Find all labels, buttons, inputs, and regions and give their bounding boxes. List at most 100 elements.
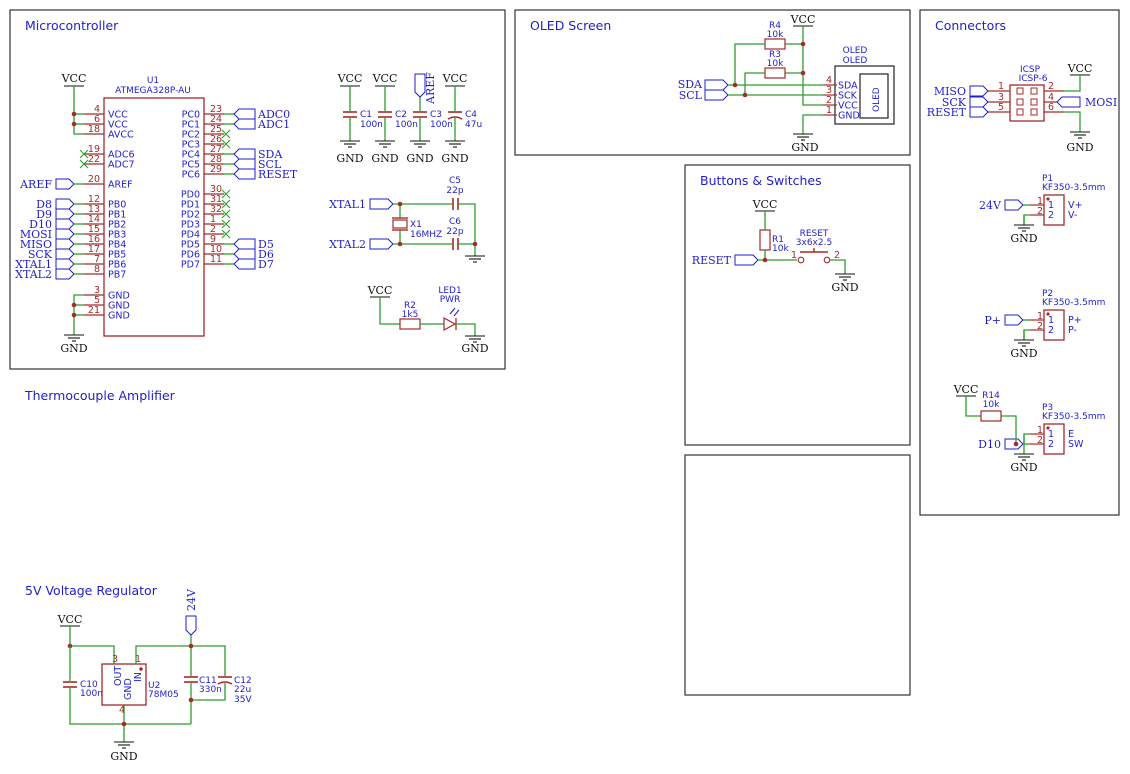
terminal-pin-num: 2 — [1037, 435, 1043, 446]
u2-gnd-pin-label: GND — [123, 678, 134, 700]
oled-pin-name: SDA — [838, 81, 858, 92]
u2-value: 78M05 — [148, 690, 179, 700]
cap-ref: C4 — [465, 110, 477, 120]
u1-left-pin-num: 17 — [88, 244, 100, 255]
u1-left-net-label: D8 — [36, 198, 52, 211]
u1-left-net-label: D10 — [29, 218, 52, 231]
xtal1-flag: XTAL1 — [329, 198, 366, 211]
r3-ref: R3 — [769, 50, 781, 60]
u1-right-pin-num: 9 — [210, 234, 216, 245]
icsp-pad — [1030, 108, 1038, 116]
terminal-label-2: SW — [1068, 439, 1084, 450]
r14-value: 10k — [983, 400, 1000, 410]
u1-left-pin-num: 20 — [88, 174, 100, 185]
r4-value: 10k — [767, 30, 784, 40]
u2-pin-in: 1 — [135, 654, 141, 665]
icsp-mosi-flag: MOSI — [1085, 96, 1117, 109]
sw-ref: RESET — [800, 229, 829, 239]
u1-vcc: VCC — [61, 72, 86, 135]
u1-left-pin-num: 8 — [94, 264, 100, 275]
frame-title-microcontroller: Microcontroller — [25, 18, 119, 33]
icsp-pad — [1030, 98, 1038, 106]
u1-body — [103, 97, 205, 337]
frame-connectors — [919, 9, 1120, 516]
u1-left-pin-name: GND — [108, 291, 130, 302]
u2-out-label: OUT — [113, 666, 124, 686]
pin1-marker — [1046, 197, 1050, 201]
oled-pin-name: VCC — [838, 101, 858, 112]
terminal-gnd-label: GND — [1010, 232, 1037, 245]
u1-right-net-label: D7 — [258, 258, 274, 271]
terminal-pin-num: 1 — [1037, 311, 1043, 322]
cap-gnd-label: GND — [371, 152, 398, 165]
net-flag-shape — [233, 108, 256, 120]
sw-pin2: 2 — [834, 250, 840, 261]
c10-value: 100n — [80, 689, 103, 699]
net-flag-shape — [55, 268, 75, 280]
frame-buttons — [684, 164, 911, 446]
net-flag-shape — [55, 208, 75, 220]
terminal-value: KF350-3.5mm — [1042, 183, 1105, 193]
cap-vcc-label: VCC — [337, 72, 363, 85]
u1-right-pin-name: PC0 — [182, 110, 200, 121]
c12-value: 22u — [234, 685, 251, 695]
cap-gnd-label: GND — [336, 152, 363, 165]
u1-left-pin-num: 4 — [94, 104, 100, 115]
u1-left-pin-name: PB0 — [108, 200, 126, 211]
gnd-wire — [1023, 214, 1030, 225]
title-vreg: 5V Voltage Regulator — [25, 583, 158, 598]
u1-left-pin-num: 12 — [88, 194, 100, 205]
terminal-pin-num: 1 — [1037, 425, 1043, 436]
cap-value: 100n — [430, 120, 453, 130]
icsp-vcc-label: VCC — [1067, 62, 1093, 75]
u1-left-net-label: SCK — [28, 248, 53, 261]
u1-right-pin-num: 27 — [210, 144, 222, 155]
net-flag-shape — [233, 238, 256, 250]
aref-flag: AREF — [414, 72, 437, 105]
icsp-pad — [1016, 87, 1024, 95]
oled-title1: OLED — [843, 46, 868, 56]
terminal-gnd-label: GND — [1010, 347, 1037, 360]
no-connect-mark — [221, 219, 231, 229]
u1-left-pin-name: PB1 — [108, 210, 126, 221]
r14-vcc-label: VCC — [953, 383, 979, 396]
icsp-ref: ICSP — [1020, 65, 1041, 75]
net-flag-shape — [55, 248, 75, 260]
icsp-pin-num-right: 6 — [1048, 102, 1054, 113]
u1-left-pin-num: 7 — [94, 254, 100, 265]
terminal-body — [1043, 309, 1065, 341]
terminal-ref: P3 — [1042, 403, 1053, 413]
net-flag-shape — [55, 218, 75, 230]
vreg-vcc-label: VCC — [57, 613, 83, 626]
terminal-pin-name: 1 — [1048, 200, 1054, 211]
terminal-value: KF350-3.5mm — [1042, 298, 1105, 308]
icsp-pin-num-left: 5 — [998, 102, 1004, 113]
net-flag-shape — [233, 248, 256, 260]
oled-circuit: VCC R4 10k R3 10k SDA SCL GND OLED OLED … — [678, 13, 895, 154]
vreg-24v-flag: 24V — [185, 588, 198, 611]
aref-flag-label: AREF — [424, 72, 437, 105]
u1-left-pin-name: PB3 — [108, 230, 126, 241]
terminal-pin-num: 2 — [1037, 321, 1043, 332]
u1-left-net-label: MOSI — [20, 228, 52, 241]
oled-pin-name: SCK — [838, 91, 858, 102]
net-flag-shape — [233, 148, 256, 160]
terminal-pin-name: 1 — [1048, 315, 1054, 326]
c12-ref: C12 — [234, 676, 252, 686]
u1-left-pin-num: 21 — [88, 305, 100, 316]
terminal-body — [1043, 423, 1065, 455]
u1-right-pin-num: 28 — [210, 154, 222, 165]
oled-title2: OLED — [843, 56, 868, 66]
u1-right-pin-name: PD0 — [181, 190, 200, 201]
u1-left-pin-name: PB5 — [108, 250, 126, 261]
icsp-pin-num-left: 1 — [998, 81, 1004, 92]
net-flag-shape — [55, 178, 75, 190]
oled-pin-num: 4 — [826, 75, 832, 86]
frame-title-buttons: Buttons & Switches — [700, 173, 822, 188]
u1-right-pin-num: 24 — [210, 114, 222, 125]
vreg-circuit: VCC C10 100n GND 3 1 4 OUT GND IN U2 78M… — [57, 588, 253, 763]
u2-body — [101, 663, 147, 706]
icsp-pad — [1030, 87, 1038, 95]
